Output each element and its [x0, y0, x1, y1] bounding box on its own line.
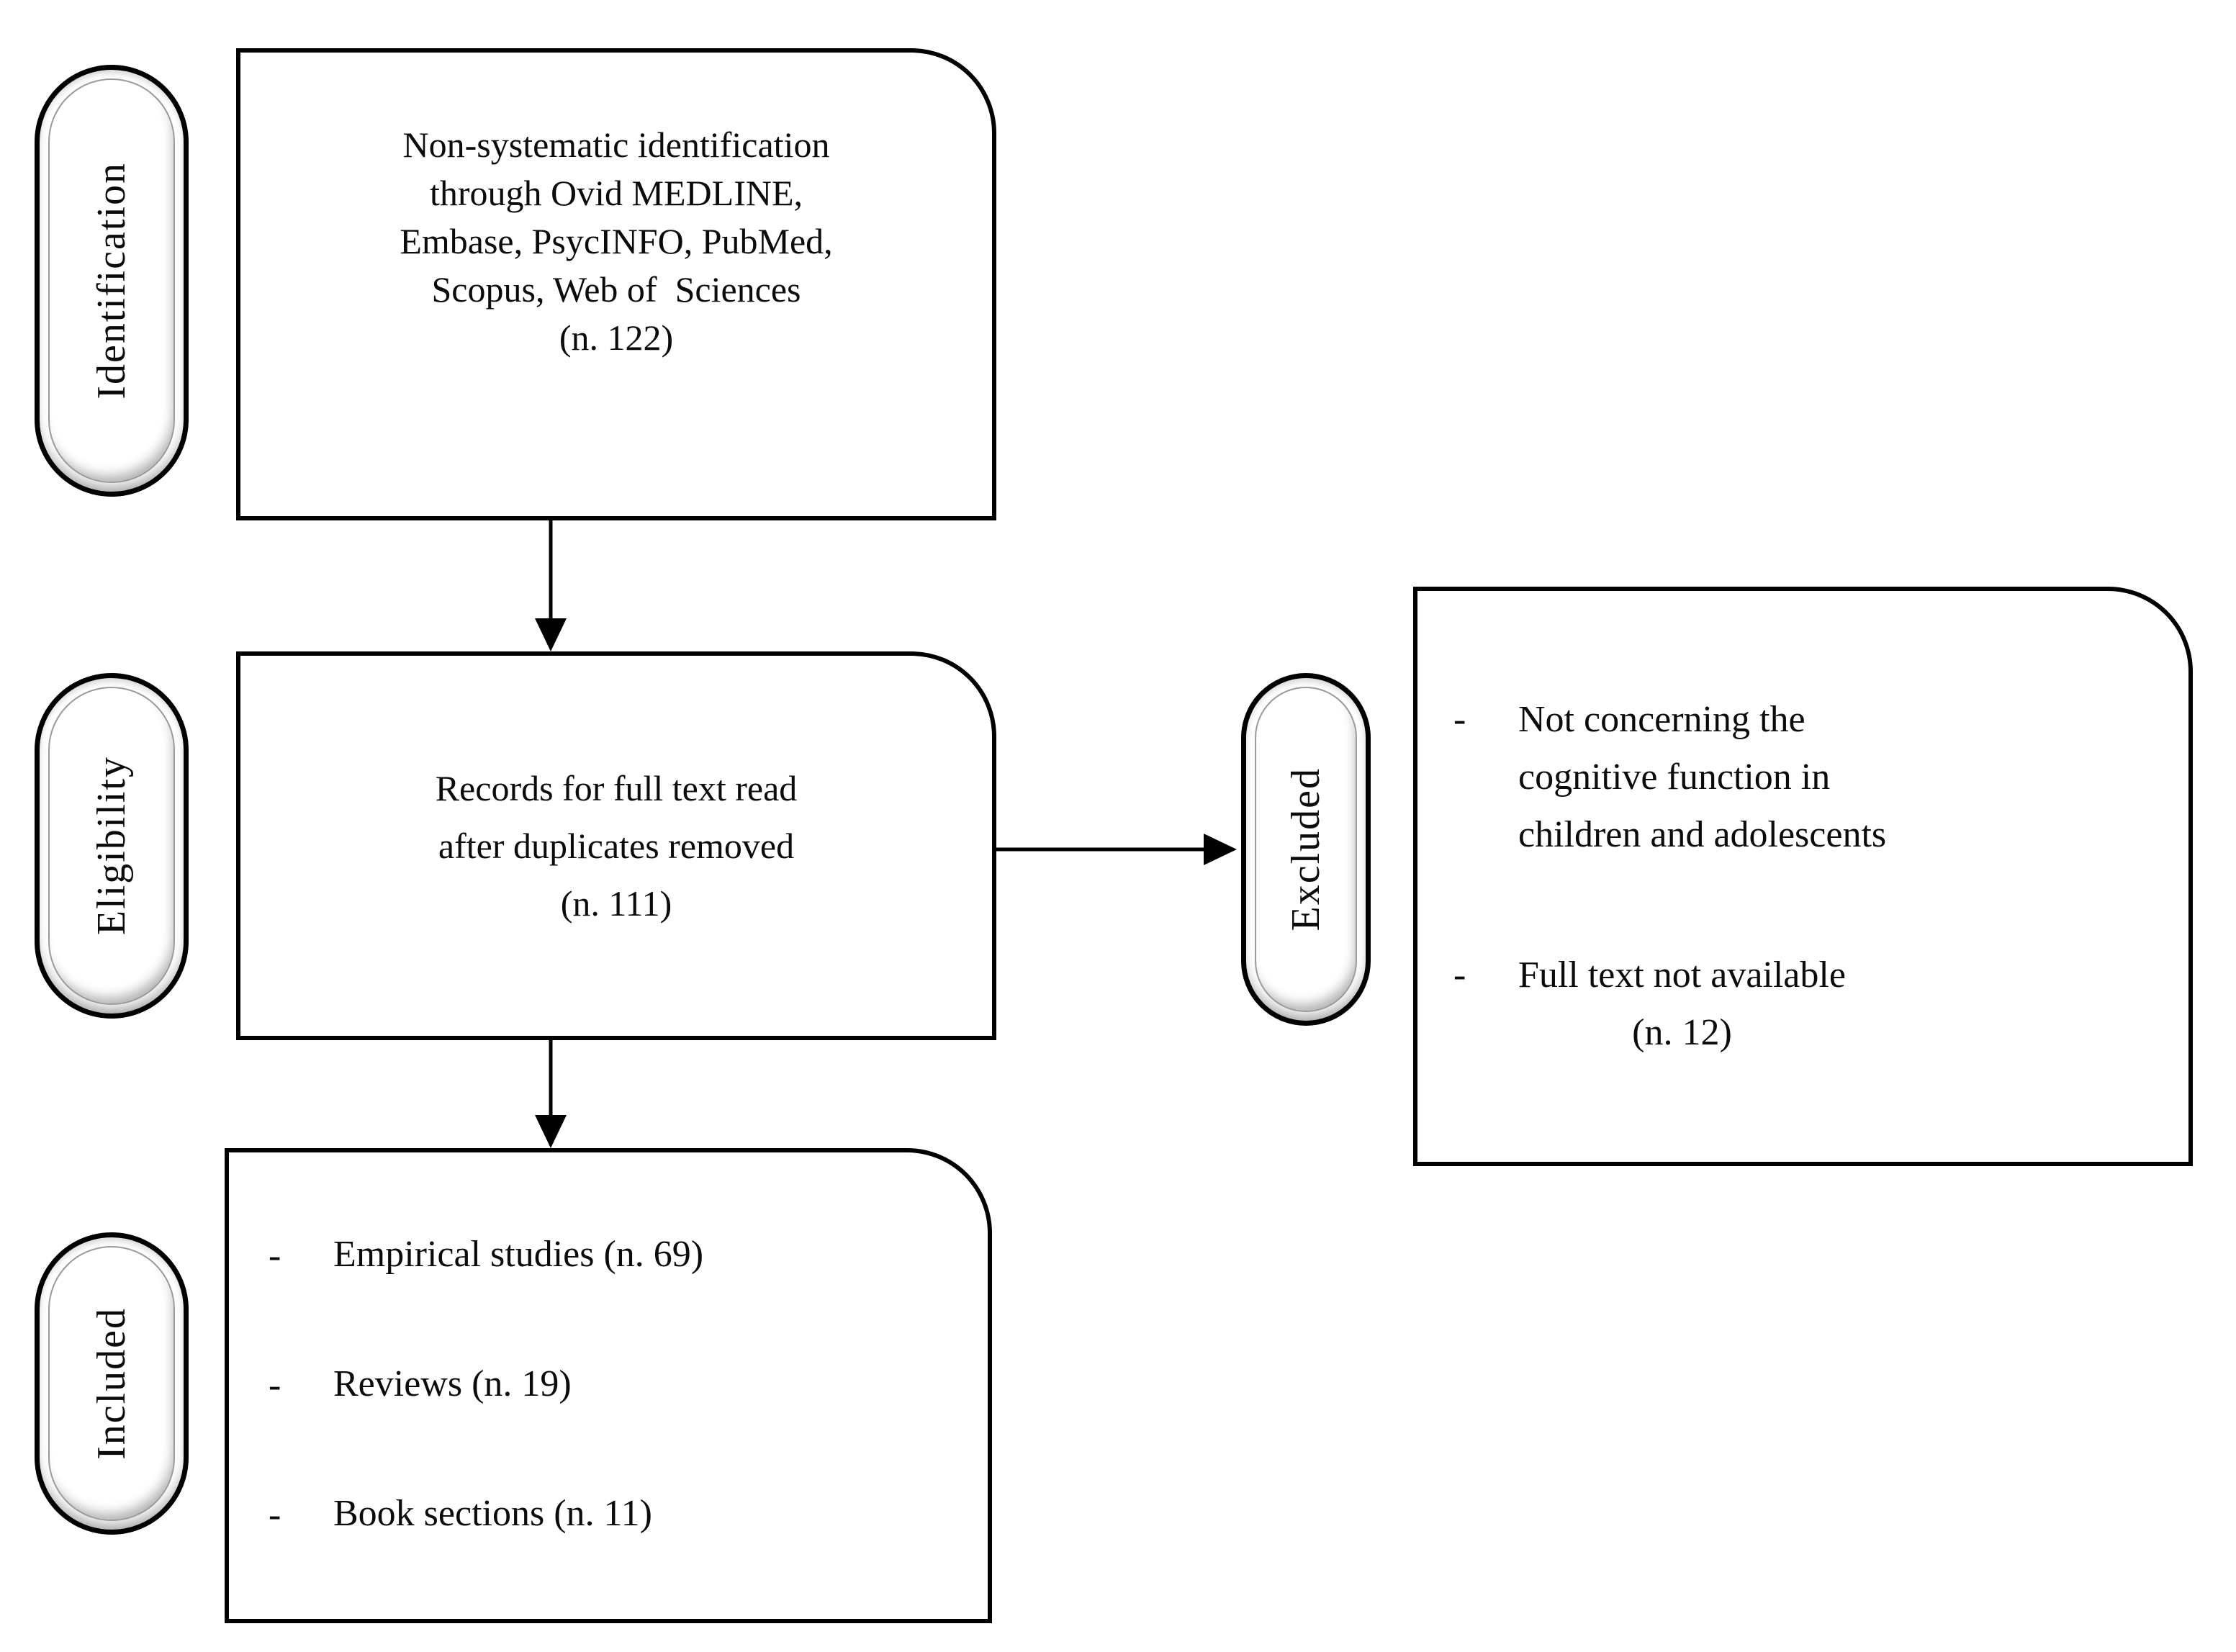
included-item: - Empirical studies (n. 69) [269, 1227, 988, 1285]
excluded-pill: Excluded [1241, 673, 1371, 1026]
identification-box-text: Non-systematic identification through Ov… [240, 53, 992, 362]
eligibility-line: Records for full text read [435, 768, 798, 808]
eligibility-box-text: Records for full text read after duplica… [240, 759, 992, 932]
included-item-text: Reviews (n. 19) [333, 1363, 572, 1404]
excluded-reason: - Full text not available (n. 12) [1453, 947, 2145, 1062]
arrow-shaft [549, 520, 553, 620]
arrowhead-down-icon [535, 618, 567, 651]
arrowhead-down-icon [535, 1115, 567, 1148]
included-item: - Reviews (n. 19) [269, 1357, 988, 1414]
stage-pill-included: Included [35, 1232, 189, 1535]
arrowhead-right-icon [1204, 834, 1237, 865]
bullet-dash: - [1453, 954, 1466, 996]
excluded-reason-line: Not concerning the [1518, 699, 1806, 740]
bullet-dash: - [269, 1235, 281, 1276]
excluded-box: - Not concerning the cognitive function … [1413, 587, 2193, 1166]
identification-line: Embase, PsycINFO, PubMed, [400, 221, 833, 261]
excluded-reason-text: Not concerning the cognitive function in… [1518, 691, 1886, 864]
identification-line: through Ovid MEDLINE, [430, 173, 803, 213]
excluded-pill-label: Excluded [1284, 767, 1328, 931]
stage-pill-eligibility: Eligibility [35, 673, 189, 1019]
included-item-text: Book sections (n. 11) [333, 1493, 652, 1534]
eligibility-count: (n. 111) [560, 883, 672, 924]
arrow-shaft [549, 1040, 553, 1117]
arrow-eligibility-to-included [535, 1040, 567, 1148]
eligibility-line: after duplicates removed [438, 826, 795, 866]
excluded-reason: - Not concerning the cognitive function … [1453, 691, 2145, 864]
included-item: - Book sections (n. 11) [269, 1486, 988, 1544]
stage-pill-identification: Identification [35, 65, 189, 497]
included-box: - Empirical studies (n. 69) - Reviews (n… [225, 1148, 992, 1623]
bullet-dash: - [269, 1365, 281, 1406]
arrow-eligibility-to-excluded [996, 834, 1237, 865]
excluded-reason-line: children and adolescents [1518, 814, 1887, 855]
stage-pill-eligibility-label: Eligibility [89, 756, 134, 936]
excluded-reason-count: (n. 12) [1632, 1012, 1732, 1053]
identification-line: Scopus, Web of Sciences [431, 269, 801, 310]
stage-pill-included-label: Included [89, 1307, 134, 1460]
arrow-shaft [996, 847, 1205, 852]
bullet-dash: - [269, 1494, 281, 1535]
identification-count: (n. 122) [559, 317, 674, 358]
identification-box: Non-systematic identification through Ov… [236, 48, 996, 520]
included-item-text: Empirical studies (n. 69) [333, 1234, 704, 1275]
bullet-dash: - [1453, 699, 1466, 740]
arrow-identification-to-eligibility [535, 520, 567, 651]
stage-pill-identification-label: Identification [89, 162, 134, 400]
excluded-reason-line: Full text not available [1518, 954, 1846, 996]
excluded-reason-line: cognitive function in [1518, 757, 1831, 798]
identification-line: Non-systematic identification [402, 125, 830, 165]
eligibility-box: Records for full text read after duplica… [236, 651, 996, 1040]
excluded-reason-text: Full text not available (n. 12) [1518, 947, 1846, 1062]
